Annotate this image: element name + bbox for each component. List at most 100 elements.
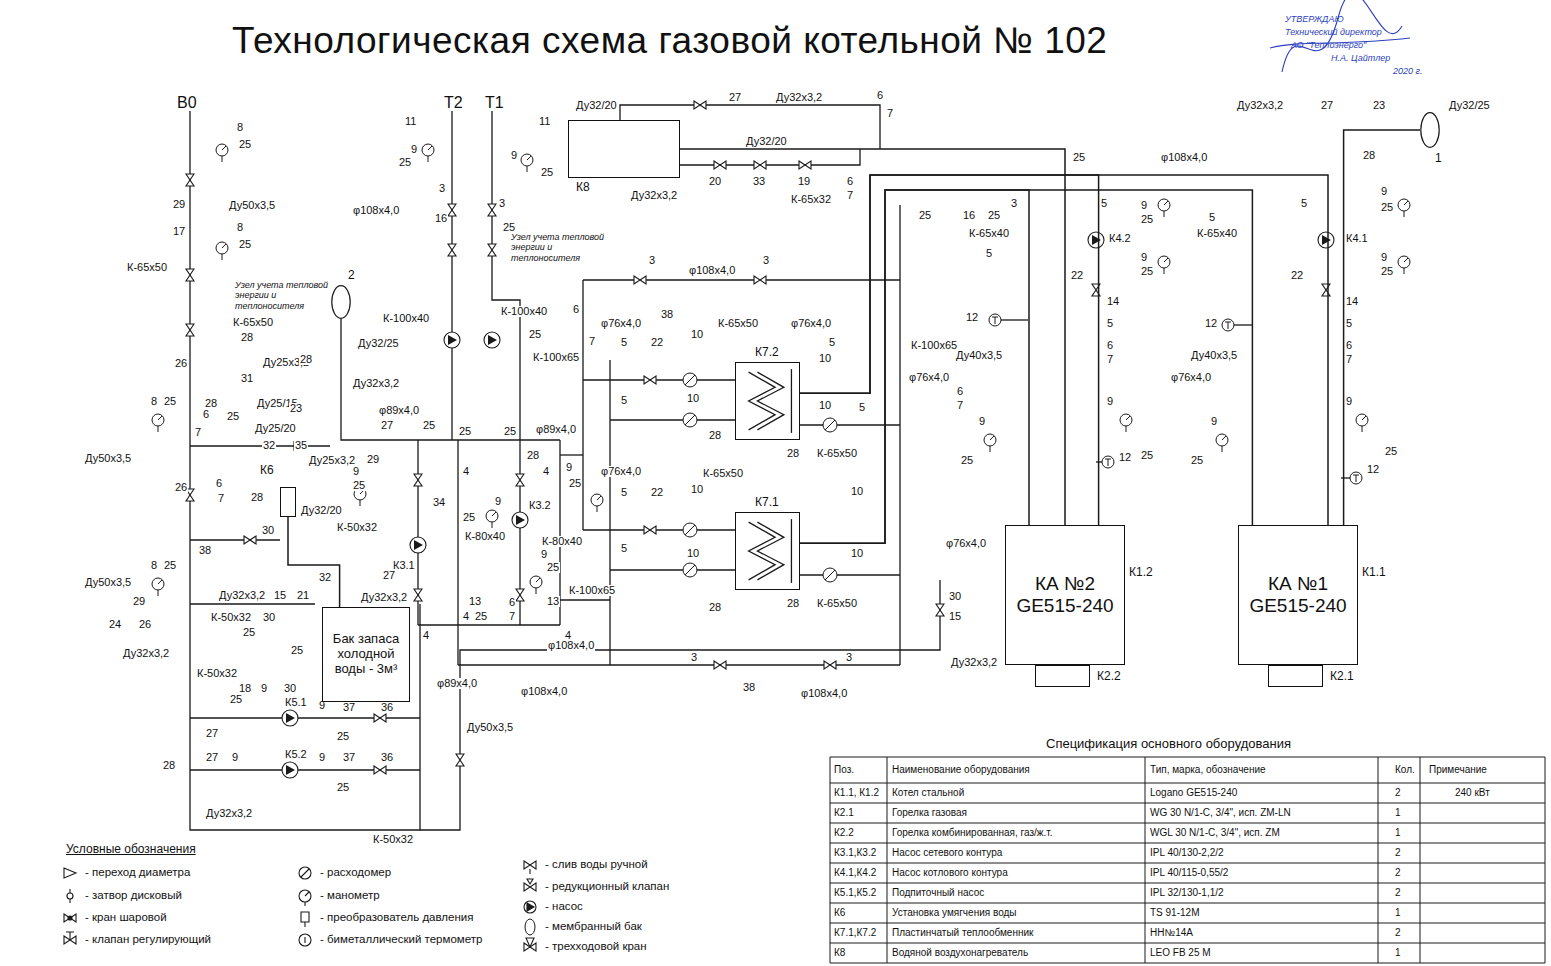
callout-label: φ89x4,0 (378, 405, 420, 416)
burner-box: К2.2 (1035, 665, 1090, 687)
callout-label: Ду32x3,2 (218, 590, 266, 601)
callout-label: 6 (215, 478, 223, 489)
table-cell: Кол. (1394, 765, 1416, 775)
pipe-line (1234, 324, 1252, 325)
callout-label: 32 (318, 572, 332, 583)
pipe-connector (288, 517, 340, 607)
table-cell: 2 (1394, 888, 1402, 898)
callout-label: 8 (150, 560, 158, 571)
callout-label: 25 (226, 411, 240, 422)
plate-zigzag (757, 522, 783, 580)
pump-symbol (512, 512, 528, 528)
callout-label: 25 (1190, 455, 1204, 466)
callout-label: К-65x40 (1196, 228, 1238, 239)
flowmeter-mark (685, 525, 695, 535)
callout-label: 27 (380, 420, 394, 431)
pipe-line (457, 440, 458, 665)
thermometer-symbol (989, 314, 1001, 326)
valve-symbol (799, 161, 811, 169)
callout-label: 31 (240, 373, 254, 384)
pump-body (282, 762, 298, 778)
callout-label: 5 (1106, 318, 1114, 329)
pump-impeller (516, 515, 525, 525)
gauge-needle (536, 578, 540, 582)
callout-label: 30 (948, 591, 962, 602)
callout-label: Ду40x3,5 (955, 350, 1003, 361)
gauge-needle (1222, 436, 1226, 440)
table-title: Спецификация основного оборудования (1045, 737, 1292, 750)
callout-label: К5.1 (284, 697, 308, 708)
table-cell: HH№14A (1149, 928, 1194, 938)
valve-symbol (414, 474, 422, 486)
callout-label: 13 (468, 596, 482, 607)
callout-label: 25 (503, 426, 517, 437)
callout-label: 28 (708, 602, 722, 613)
valve-symbol (714, 661, 726, 669)
callout-label: 9 (1345, 396, 1353, 407)
callout-label: φ76x4,0 (600, 318, 642, 329)
gauge-stem (1362, 426, 1363, 432)
callout-label: 28 (526, 450, 540, 461)
callout-label: 25 (1380, 266, 1394, 277)
callout-label: 25 (1380, 202, 1394, 213)
pump-symbol (1318, 232, 1334, 248)
tank-outline (1420, 112, 1440, 148)
callout-label: 3 (1010, 198, 1018, 209)
callout-label: 27 (1320, 100, 1334, 111)
callout-label: 7 (1345, 354, 1353, 365)
equipment-tag: К1.1 (1361, 566, 1387, 578)
flowmeter-body (683, 413, 697, 427)
callout-label: К-50x32 (372, 834, 414, 845)
table-column-line (887, 757, 888, 963)
callout-label: К3.1 (392, 560, 416, 571)
callout-label: 9 (540, 549, 548, 560)
callout-label: 9 (410, 144, 418, 155)
approval-stamp-text: Технический директор (1284, 28, 1383, 37)
equipment-tag: К8 (575, 181, 591, 193)
callout-label: 35 (294, 440, 308, 451)
pipe-designation: Т2 (443, 95, 464, 111)
pipe-line (420, 580, 940, 830)
valve-symbol (488, 204, 496, 216)
pressure-gauge-symbol (152, 414, 164, 432)
table-cell: LEO FB 25 M (1149, 948, 1212, 958)
callout-label: 9 (494, 496, 502, 507)
callout-label: 25 (352, 480, 366, 491)
signature-stroke (1270, 0, 1410, 72)
pump-impeller (286, 713, 295, 723)
callout-label: К-50x32 (210, 612, 252, 623)
gauge-dial (591, 494, 603, 506)
table-cell: 2 (1394, 848, 1402, 858)
pump-symbol (1088, 232, 1104, 248)
legend-entry: - слив воды ручной (544, 859, 649, 871)
callout-label: 4 (542, 466, 550, 477)
callout-label: 10 (686, 393, 700, 404)
tank-outline (331, 285, 351, 319)
gauge-dial (1398, 256, 1410, 268)
callout-label: 5 (858, 402, 866, 413)
pump-body (444, 332, 460, 348)
heat-exchanger-box: К7.2 (735, 362, 800, 440)
table-row-line (830, 783, 1545, 784)
gauge-needle (1164, 258, 1168, 262)
callout-label: К4.1 (1345, 233, 1369, 244)
pipe-line (680, 149, 860, 165)
callout-label: φ76x4,0 (790, 318, 832, 329)
pipe-connector (800, 175, 1099, 525)
valve-symbol (1322, 284, 1330, 296)
thermometer-symbol (1350, 472, 1362, 484)
callout-label: 9 (1140, 200, 1148, 211)
callout-label: 28 (204, 398, 218, 409)
pipe-line (190, 603, 315, 604)
callout-label: Ду32/25 (357, 338, 400, 349)
callout-label: 9 (1106, 396, 1114, 407)
callout-label: 33 (752, 176, 766, 187)
drain-valve-sample (529, 869, 530, 874)
callout-label: 7 (217, 493, 225, 504)
callout-label: 9 (978, 416, 986, 427)
callout-label: 5 (620, 487, 628, 498)
callout-label: 38 (198, 545, 212, 556)
valve-symbol (448, 204, 456, 216)
drain-valve-sample (524, 861, 536, 869)
callout-label: 7 (956, 400, 964, 411)
